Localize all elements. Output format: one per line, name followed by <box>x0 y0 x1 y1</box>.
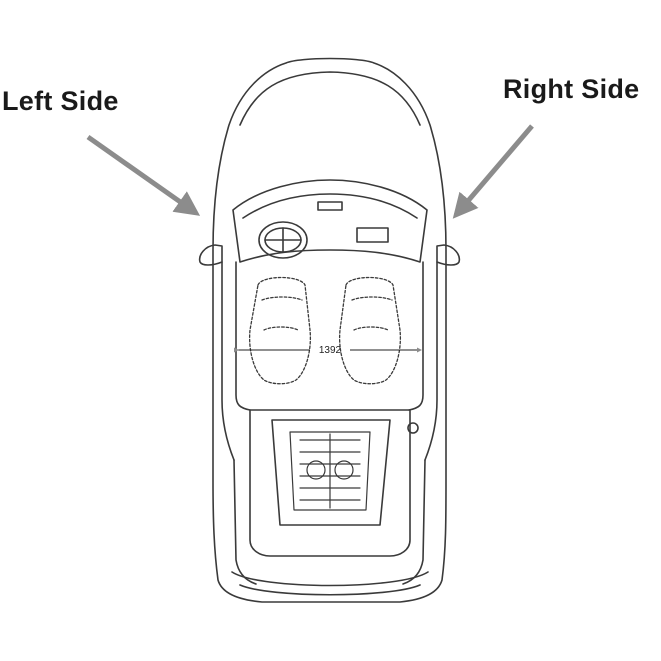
rear-bumper <box>231 571 429 587</box>
right-seat-detail <box>351 296 393 331</box>
windshield-inner <box>242 193 418 219</box>
steering-spokes <box>264 227 302 253</box>
track-width-dimension: 1392 <box>234 345 422 356</box>
left-rear-fender <box>233 459 257 585</box>
hood-line <box>239 71 421 126</box>
seats <box>248 276 402 385</box>
left-seat-detail <box>261 296 303 331</box>
left-side-mirror <box>198 244 223 266</box>
right-pointer-arrow <box>452 124 534 219</box>
left-side-crease <box>221 261 235 461</box>
right-side-mirror <box>436 244 461 266</box>
dash-console <box>356 227 389 243</box>
right-side-label: Right Side <box>503 74 640 104</box>
left-side-label: Left Side <box>2 86 119 116</box>
left-door-line <box>235 261 251 411</box>
rear-bumper-lower <box>239 584 421 596</box>
right-rear-fender <box>402 459 426 585</box>
steering-wheel <box>258 221 308 259</box>
right-side-crease <box>424 261 438 461</box>
engine-cover <box>271 419 391 526</box>
rear-deck <box>249 409 411 557</box>
engine <box>289 431 371 511</box>
right-door-line <box>408 261 424 411</box>
dimension-value: 1392 <box>319 345 342 356</box>
fuel-cap <box>407 422 419 434</box>
windshield <box>232 179 428 263</box>
car-body-outline <box>212 57 447 603</box>
rearview-mirror <box>317 201 343 211</box>
left-pointer-arrow <box>86 134 201 216</box>
right-seat <box>338 276 402 385</box>
left-seat <box>248 276 312 385</box>
